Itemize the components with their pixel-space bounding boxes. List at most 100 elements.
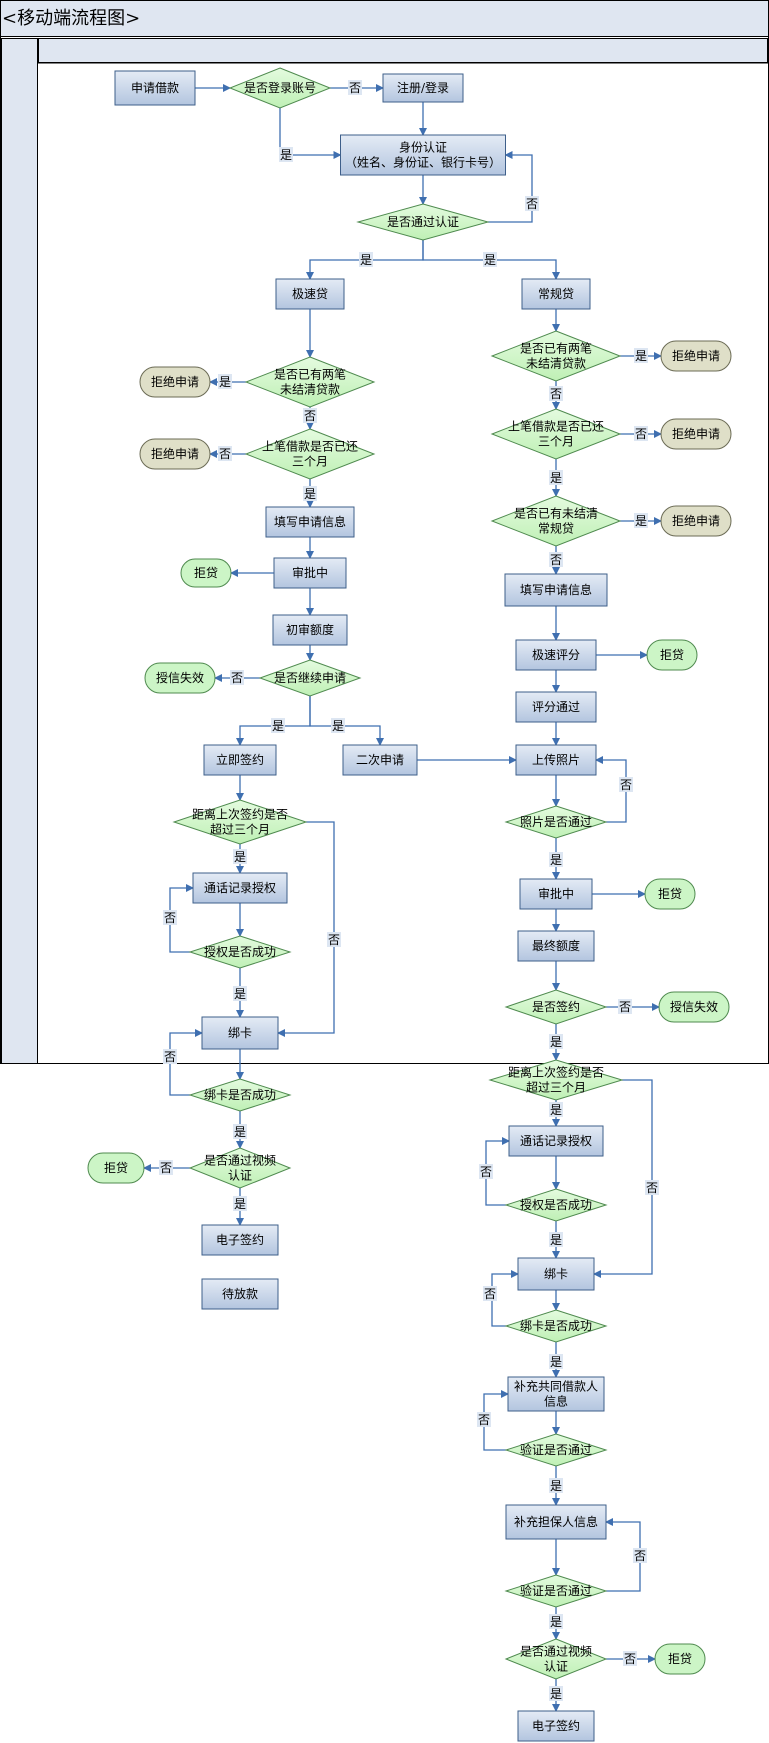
node-photo-pass: 照片是否通过 [504,805,608,839]
edge-label-text: 是 [550,1479,562,1493]
node-fill-info: 填写申请信息 [504,573,608,607]
node-label: 拒贷 [668,1652,692,1666]
node-label: 验证是否通过 [520,1583,592,1598]
edge-label-yes: 是 [549,1478,563,1493]
node-label: 是否通过视频 [204,1153,276,1168]
node-e-sign: 电子签约 [201,1224,279,1256]
node-label: 极速评分 [532,648,580,662]
node-label: 常规贷 [538,286,574,301]
node-label: 拒贷 [104,1161,128,1175]
node-auth-success: 授权是否成功 [188,935,292,969]
node-await-loan: 待放款 [201,1278,279,1310]
node-reject-apply: 拒绝申请 [660,340,732,372]
node-reject-loan: 拒贷 [87,1152,145,1184]
node-fill-info: 填写申请信息 [265,506,355,538]
edge-label-no: 否 [483,1286,497,1301]
node-label: 二次申请 [356,753,404,767]
edge-label-no: 否 [348,80,362,95]
edge-label-no: 否 [634,426,648,441]
edge-label-text: 否 [478,1413,490,1427]
node-label: 拒绝申请 [672,426,720,441]
node-express-loan: 极速贷 [275,278,345,310]
node-label: 补充共同借款人 [514,1379,598,1394]
edge-label-text: 是 [550,853,562,867]
node-auth-success: 授权是否成功 [504,1188,608,1222]
node-label: 验证是否通过 [520,1442,592,1457]
edge-label-yes: 是 [233,986,247,1001]
edge-label-yes: 是 [271,718,285,733]
node-apply-loan: 申请借款 [114,70,196,106]
node-label: 是否继续申请 [274,671,346,685]
edge-label-text: 否 [484,1287,496,1301]
flow-connector [593,1079,653,1278]
edge-label-text: 否 [620,778,632,792]
node-express-score: 极速评分 [515,639,597,671]
node-label: 未结清贷款 [280,383,340,397]
edge-label-yes: 是 [549,1232,563,1247]
node-reviewing: 审批中 [519,878,593,910]
node-verify-check: 验证是否通过 [504,1433,608,1467]
node-label: 审批中 [538,886,574,901]
edge-label-text: 是 [234,987,246,1001]
node-label: 授信失效 [156,670,204,685]
edge-label-text: 是 [234,1197,246,1211]
node-label: 三个月 [538,435,574,449]
edge-label-text: 是 [360,253,372,267]
edge-label-yes: 是 [233,849,247,864]
node-label: 超过三个月 [526,1080,586,1095]
edge-label-text: 是 [550,1233,562,1247]
node-label: 授权是否成功 [520,1197,592,1212]
edge-label-text: 是 [635,514,647,528]
edge-label-yes: 是 [549,1614,563,1629]
edge-label-no: 否 [549,552,563,567]
node-label: 上笔借款是否已还 [508,419,604,434]
node-label: 身份认证 [399,140,447,155]
node-label: 绑卡是否成功 [520,1319,592,1333]
edge-label-yes: 是 [634,513,648,528]
node-label: 电子签约 [216,1232,264,1247]
edge-label-no: 否 [327,932,341,947]
node-label: 常规贷 [538,521,574,536]
edge-label-text: 是 [304,487,316,501]
edge-label-no: 否 [549,386,563,401]
node-label: 认证 [228,1169,252,1183]
edge-label-no: 否 [623,1651,637,1666]
edge-label-no: 否 [525,196,539,211]
edge-label-yes: 是 [549,1686,563,1701]
edge-label-no: 否 [618,999,632,1014]
node-label: 拒绝申请 [672,348,720,363]
edge-label-text: 否 [635,427,647,441]
node-bind-success: 绑卡是否成功 [504,1309,608,1343]
edge-label-text: 否 [619,1000,631,1014]
edge-label-text: 是 [272,719,284,733]
node-register: 注册/登录 [382,73,464,103]
node-reviewing: 审批中 [273,557,347,589]
edge-label-yes: 是 [549,1354,563,1369]
node-initial-quota: 初审额度 [272,614,348,646]
node-label: 未结清贷款 [526,357,586,371]
node-identity: 身份认证（姓名、身份证、银行卡号） [340,134,506,176]
edge-label-text: 否 [164,1050,176,1064]
node-upload-photo: 上传照片 [515,744,597,776]
node-reject-apply: 拒绝申请 [139,438,211,470]
node-login-check: 是否登录账号 [228,67,332,109]
node-bind-success: 绑卡是否成功 [188,1078,292,1112]
edge-label-text: 是 [550,1355,562,1369]
edge-label-no: 否 [159,1160,173,1175]
node-final-quota: 最终额度 [517,930,595,962]
node-call-auth: 通话记录授权 [508,1125,604,1157]
edge-label-text: 是 [219,375,231,389]
node-label: 注册/登录 [397,80,449,95]
edge-label-text: 否 [550,553,562,567]
node-reject-apply: 拒绝申请 [660,505,732,537]
node-label: 授信失效 [670,999,718,1014]
edge-label-yes: 是 [549,1102,563,1117]
edge-label-yes: 是 [233,1124,247,1139]
edge-label-yes: 是 [218,374,232,389]
edge-label-text: 否 [634,1549,646,1563]
